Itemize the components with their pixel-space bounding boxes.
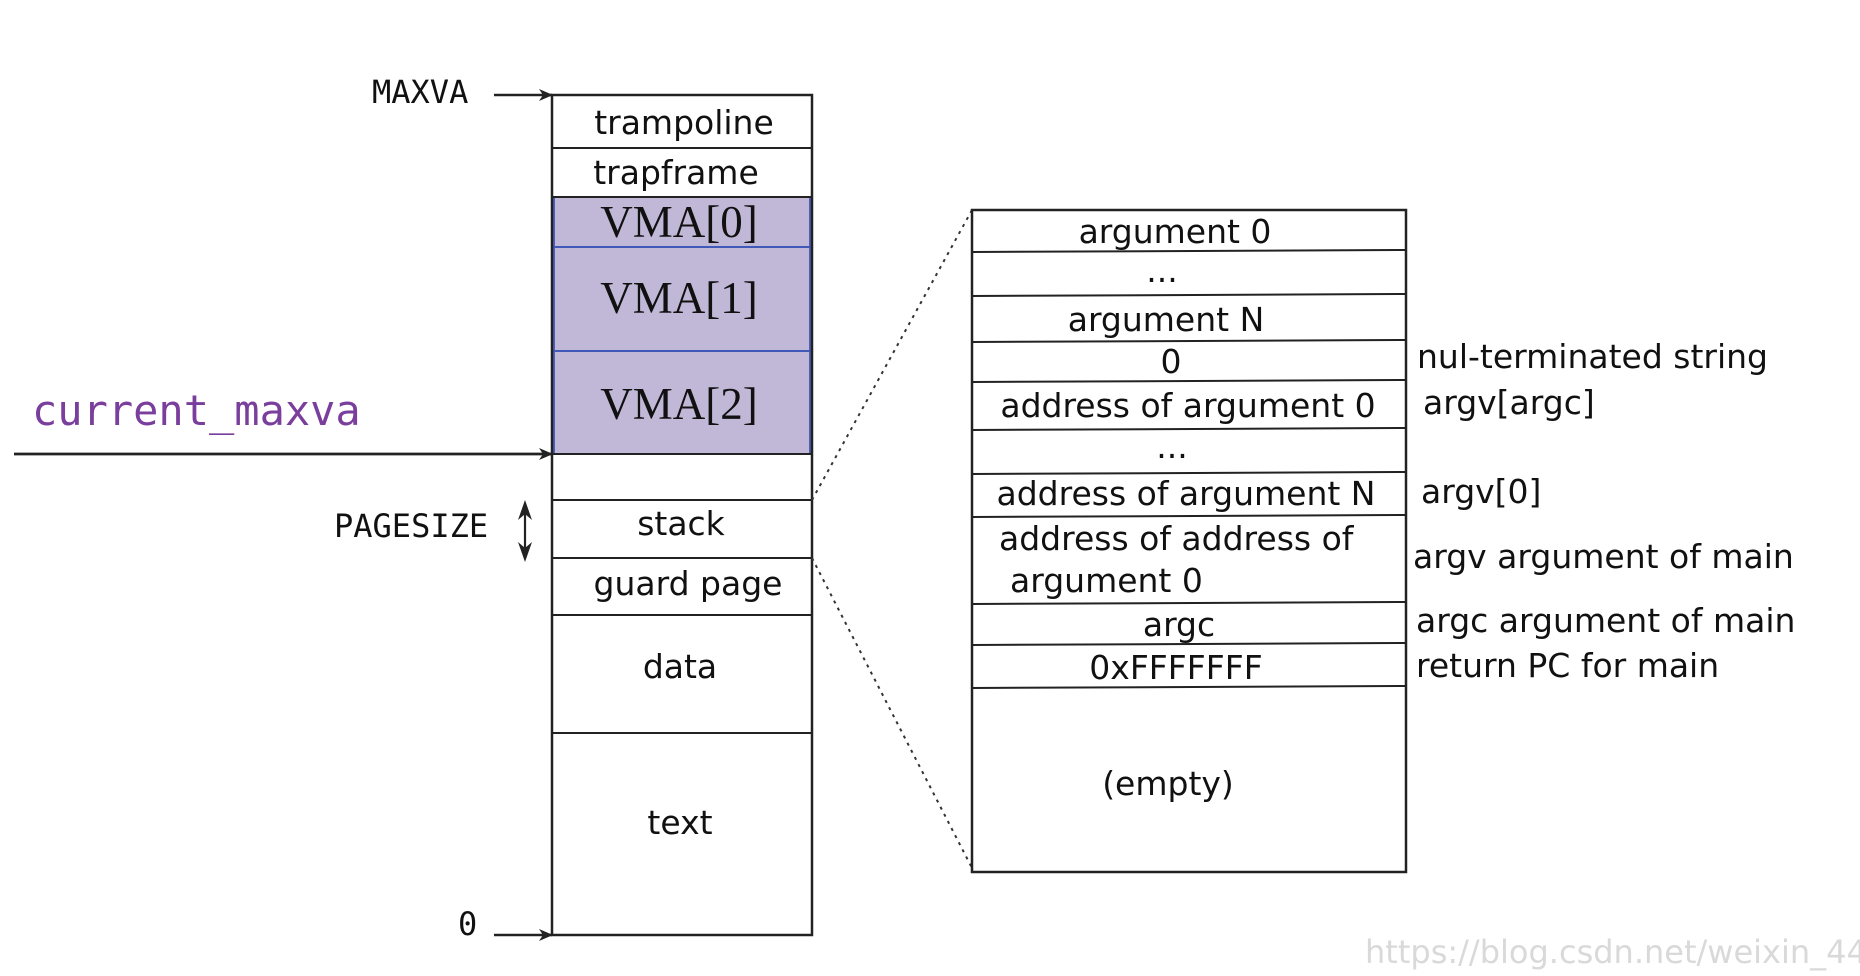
- maxva-label: MAXVA: [372, 73, 468, 111]
- stack-row-ellipsis: ...: [1146, 251, 1177, 290]
- annotation-nul-terminated: nul-terminated string: [1417, 337, 1768, 376]
- segment-vma-0: VMA[0]: [600, 197, 757, 247]
- stack-row-empty: (empty): [1102, 764, 1234, 803]
- stack-row-ellipsis: ...: [1156, 427, 1187, 466]
- segment-stack: stack: [637, 504, 725, 543]
- stack-row-argc: argc: [1143, 605, 1215, 644]
- annotation-argv-argc: argv[argc]: [1423, 383, 1595, 422]
- divider: [971, 249, 1407, 253]
- stack-annotations: nul-terminated string argv[argc] argv[0]…: [1413, 337, 1795, 685]
- divider: [971, 379, 1407, 383]
- segment-text: text: [647, 803, 712, 842]
- divider: [971, 293, 1407, 297]
- stack-detail: argument 0 ... argument N 0 address of a…: [970, 208, 1408, 874]
- watermark-text: https://blog.csdn.net/weixin_44465: [1365, 933, 1860, 971]
- segment-vma-2: VMA[2]: [600, 379, 757, 429]
- pagesize-double-arrow-icon: [518, 500, 532, 562]
- annotation-argv-0: argv[0]: [1421, 472, 1541, 511]
- pagesize-label: PAGESIZE: [334, 507, 488, 545]
- annotation-argv-argument-of-main: argv argument of main: [1413, 537, 1794, 576]
- divider: [971, 514, 1407, 518]
- divider: [971, 339, 1407, 343]
- segment-data: data: [643, 647, 717, 686]
- segment-trampoline: trampoline: [594, 103, 774, 142]
- zoom-connector: [811, 209, 973, 869]
- stack-row-address-of-address-line1: address of address of: [999, 519, 1355, 558]
- stack-row-address-of-argument-n: address of argument N: [997, 474, 1376, 513]
- stack-row-zero: 0: [1161, 342, 1182, 381]
- stack-row-argument-0: argument 0: [1079, 212, 1272, 251]
- address-markers: MAXVA current_maxva PAGESIZE 0: [14, 73, 553, 943]
- segment-guard-page: guard page: [594, 564, 783, 603]
- divider: [971, 642, 1407, 646]
- annotation-return-pc-for-main: return PC for main: [1416, 646, 1719, 685]
- stack-row-address-of-argument-0: address of argument 0: [1000, 386, 1375, 425]
- address-space-column: trampoline trapframe VMA[0] VMA[1] VMA[2…: [550, 93, 814, 937]
- segment-trapframe: trapframe: [593, 153, 759, 192]
- segment-vma-1: VMA[1]: [600, 273, 757, 323]
- vma-region: [554, 197, 810, 454]
- divider: [971, 427, 1407, 431]
- stack-row-argument-n: argument N: [1068, 300, 1265, 339]
- divider: [971, 471, 1407, 475]
- zero-label: 0: [458, 905, 477, 943]
- address-space-box: [550, 93, 814, 937]
- divider: [971, 685, 1407, 689]
- stack-detail-box: [970, 208, 1408, 874]
- stack-row-return-pc: 0xFFFFFFF: [1089, 648, 1262, 687]
- divider: [971, 601, 1407, 605]
- annotation-argc-argument-of-main: argc argument of main: [1416, 601, 1795, 640]
- stack-row-address-of-address-line2: argument 0: [1010, 561, 1203, 600]
- current-maxva-label: current_maxva: [32, 386, 361, 435]
